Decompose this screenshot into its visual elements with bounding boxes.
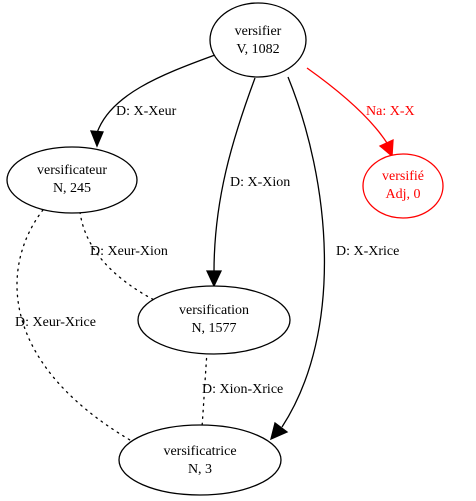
node-word: versifié bbox=[382, 169, 424, 184]
node-versifier[interactable]: versifier V, 1082 bbox=[209, 2, 307, 78]
node-info: Adj, 0 bbox=[386, 187, 421, 202]
arrowhead-icon bbox=[378, 138, 394, 158]
edge-line bbox=[79, 211, 159, 303]
arrowhead-icon bbox=[205, 270, 223, 288]
node-ellipse bbox=[118, 424, 282, 496]
edge-versifier-versificateur: D: X-Xeur bbox=[90, 54, 216, 148]
edge-line bbox=[306, 67, 388, 144]
node-word: versificateur bbox=[37, 163, 107, 178]
arrowhead-icon bbox=[270, 421, 289, 441]
edge-label: D: Xeur-Xion bbox=[90, 244, 168, 259]
node-ellipse bbox=[137, 285, 291, 355]
edge-versificateur-versification: D: Xeur-Xion bbox=[79, 211, 168, 303]
node-ellipse bbox=[209, 2, 307, 78]
node-info: N, 3 bbox=[188, 462, 212, 477]
node-versificateur[interactable]: versificateur N, 245 bbox=[6, 146, 138, 214]
edge-line bbox=[281, 76, 326, 428]
node-word: versificatrice bbox=[163, 444, 236, 459]
edge-label: D: X-Xion bbox=[230, 175, 290, 190]
edge-label: D: Xion-Xrice bbox=[202, 382, 283, 397]
edge-line bbox=[201, 351, 208, 428]
edge-label: D: X-Xrice bbox=[336, 244, 399, 259]
node-versification[interactable]: versification N, 1577 bbox=[137, 285, 291, 355]
edge-label: D: X-Xeur bbox=[116, 104, 177, 119]
edge-versificateur-versificatrice: D: Xeur-Xrice bbox=[15, 204, 131, 441]
edge-versifier-versification: D: X-Xion bbox=[205, 77, 290, 288]
edge-label: Na: X-X bbox=[366, 104, 415, 119]
node-versifie[interactable]: versifié Adj, 0 bbox=[362, 153, 444, 219]
arrowhead-icon bbox=[90, 130, 104, 148]
edge-line bbox=[213, 77, 256, 273]
node-versificatrice[interactable]: versificatrice N, 3 bbox=[118, 424, 282, 496]
node-ellipse bbox=[362, 153, 444, 219]
edge-line bbox=[96, 54, 216, 134]
node-ellipse bbox=[6, 146, 138, 214]
node-info: N, 1577 bbox=[191, 321, 236, 336]
edge-versifier-versificatrice: D: X-Xrice bbox=[270, 76, 399, 441]
edge-versification-versificatrice: D: Xion-Xrice bbox=[201, 351, 283, 428]
node-info: V, 1082 bbox=[236, 42, 279, 57]
node-word: versifier bbox=[235, 24, 282, 39]
node-info: N, 245 bbox=[53, 181, 91, 196]
node-word: versification bbox=[179, 303, 249, 318]
edge-versifier-versifie: Na: X-X bbox=[306, 67, 415, 158]
edge-label: D: Xeur-Xrice bbox=[15, 315, 96, 330]
